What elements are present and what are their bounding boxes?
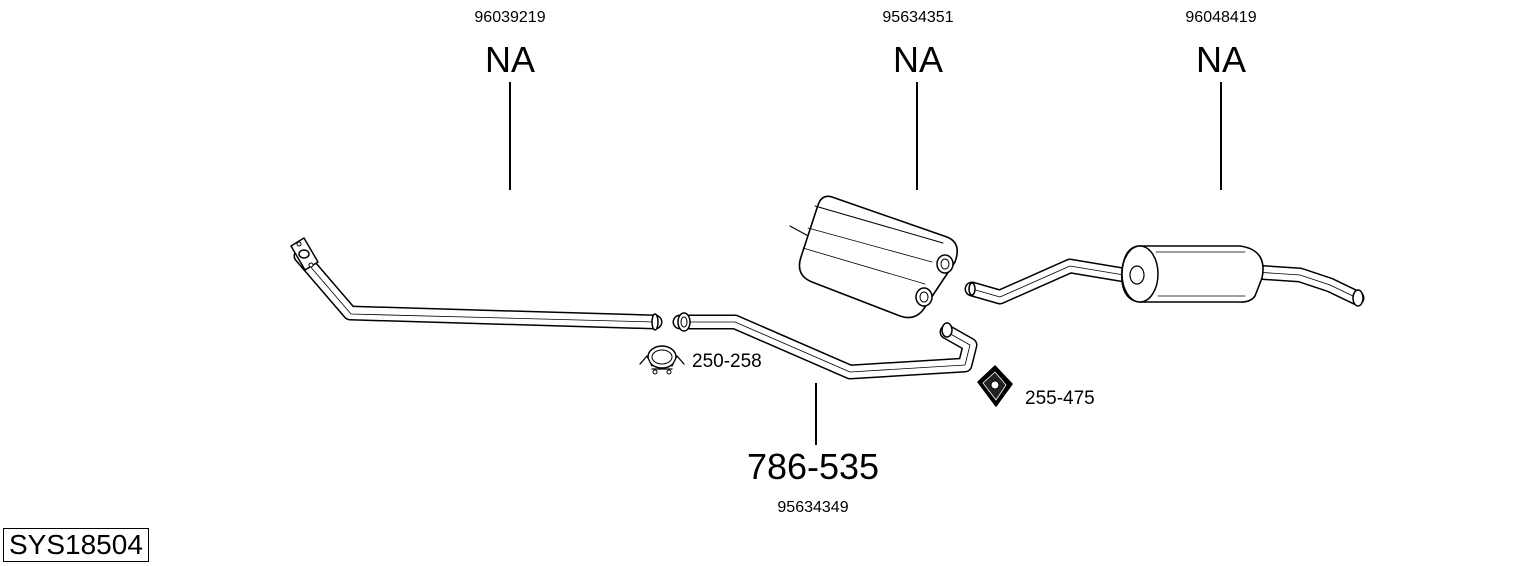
leader-line-middle-silencer (916, 82, 918, 190)
rear-silencer[interactable] (1121, 245, 1264, 303)
front-pipe[interactable] (290, 237, 663, 331)
leader-line-intermediate-pipe (815, 383, 817, 445)
system-code-box: SYS18504 (3, 528, 149, 562)
part-number-rear-silencer[interactable]: NA (1195, 39, 1247, 80)
rear-pipe[interactable] (964, 258, 1365, 307)
rubber-mount-icon (977, 365, 1013, 407)
leader-line-rear-silencer (1220, 82, 1222, 190)
intermediate-pipe[interactable] (672, 312, 978, 380)
accessory-label-clamp[interactable]: 250-258 (692, 351, 762, 372)
middle-silencer[interactable] (789, 195, 958, 319)
part-number-intermediate-pipe[interactable]: 786-535 (746, 446, 880, 487)
part-number-front-pipe[interactable]: NA (484, 39, 536, 80)
accessory-label-rubber-mount[interactable]: 255-475 (1025, 388, 1095, 409)
pipe-clamp-icon (639, 345, 685, 375)
oe-number-rear-silencer: 96048419 (1185, 9, 1257, 26)
oe-number-middle-silencer: 95634351 (882, 9, 954, 26)
oe-number-front-pipe: 96039219 (474, 9, 546, 26)
part-number-middle-silencer[interactable]: NA (892, 39, 944, 80)
leader-line-front-pipe (509, 82, 511, 190)
oe-number-intermediate-pipe: 95634349 (777, 499, 849, 516)
